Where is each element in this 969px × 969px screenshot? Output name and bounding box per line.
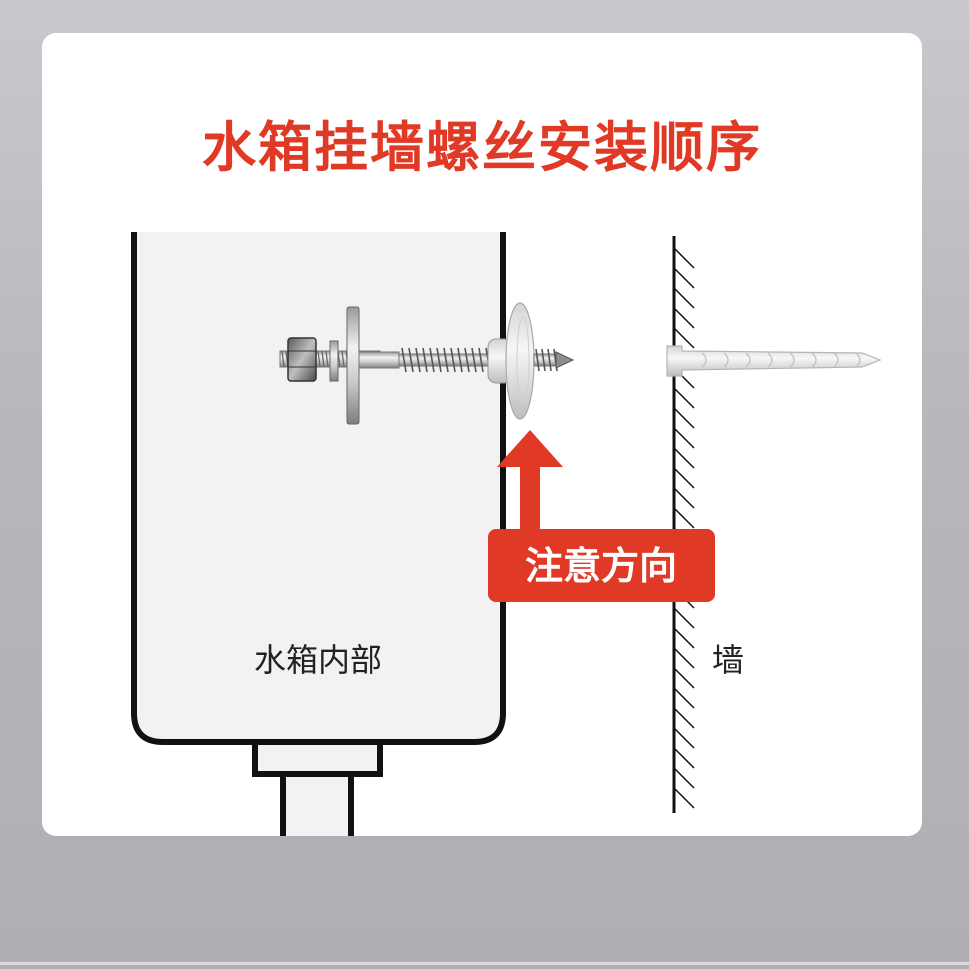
tank-inside-label: 水箱内部 xyxy=(254,641,382,679)
nylon-washer xyxy=(505,302,535,420)
small-washer xyxy=(329,340,339,382)
tank-outlet-collar xyxy=(252,739,383,777)
bottom-divider xyxy=(0,962,969,965)
bolt-assembly xyxy=(279,302,575,425)
wall-label: 墙 xyxy=(712,641,744,679)
hex-nut xyxy=(287,337,317,382)
wall xyxy=(672,236,695,813)
attention-arrow xyxy=(497,430,563,533)
attention-badge: 注意方向 xyxy=(488,529,715,602)
large-washer xyxy=(346,306,360,425)
screw-tip xyxy=(555,351,575,369)
diagram-card: 水箱挂墙螺丝安装顺序 xyxy=(42,33,922,836)
installation-diagram: 注意方向 水箱内部 墙 xyxy=(131,232,882,836)
tank-outlet-pipe xyxy=(280,774,354,836)
page-title: 水箱挂墙螺丝安装顺序 xyxy=(202,116,762,179)
wall-anchor xyxy=(666,345,882,377)
attention-label: 注意方向 xyxy=(525,544,677,588)
